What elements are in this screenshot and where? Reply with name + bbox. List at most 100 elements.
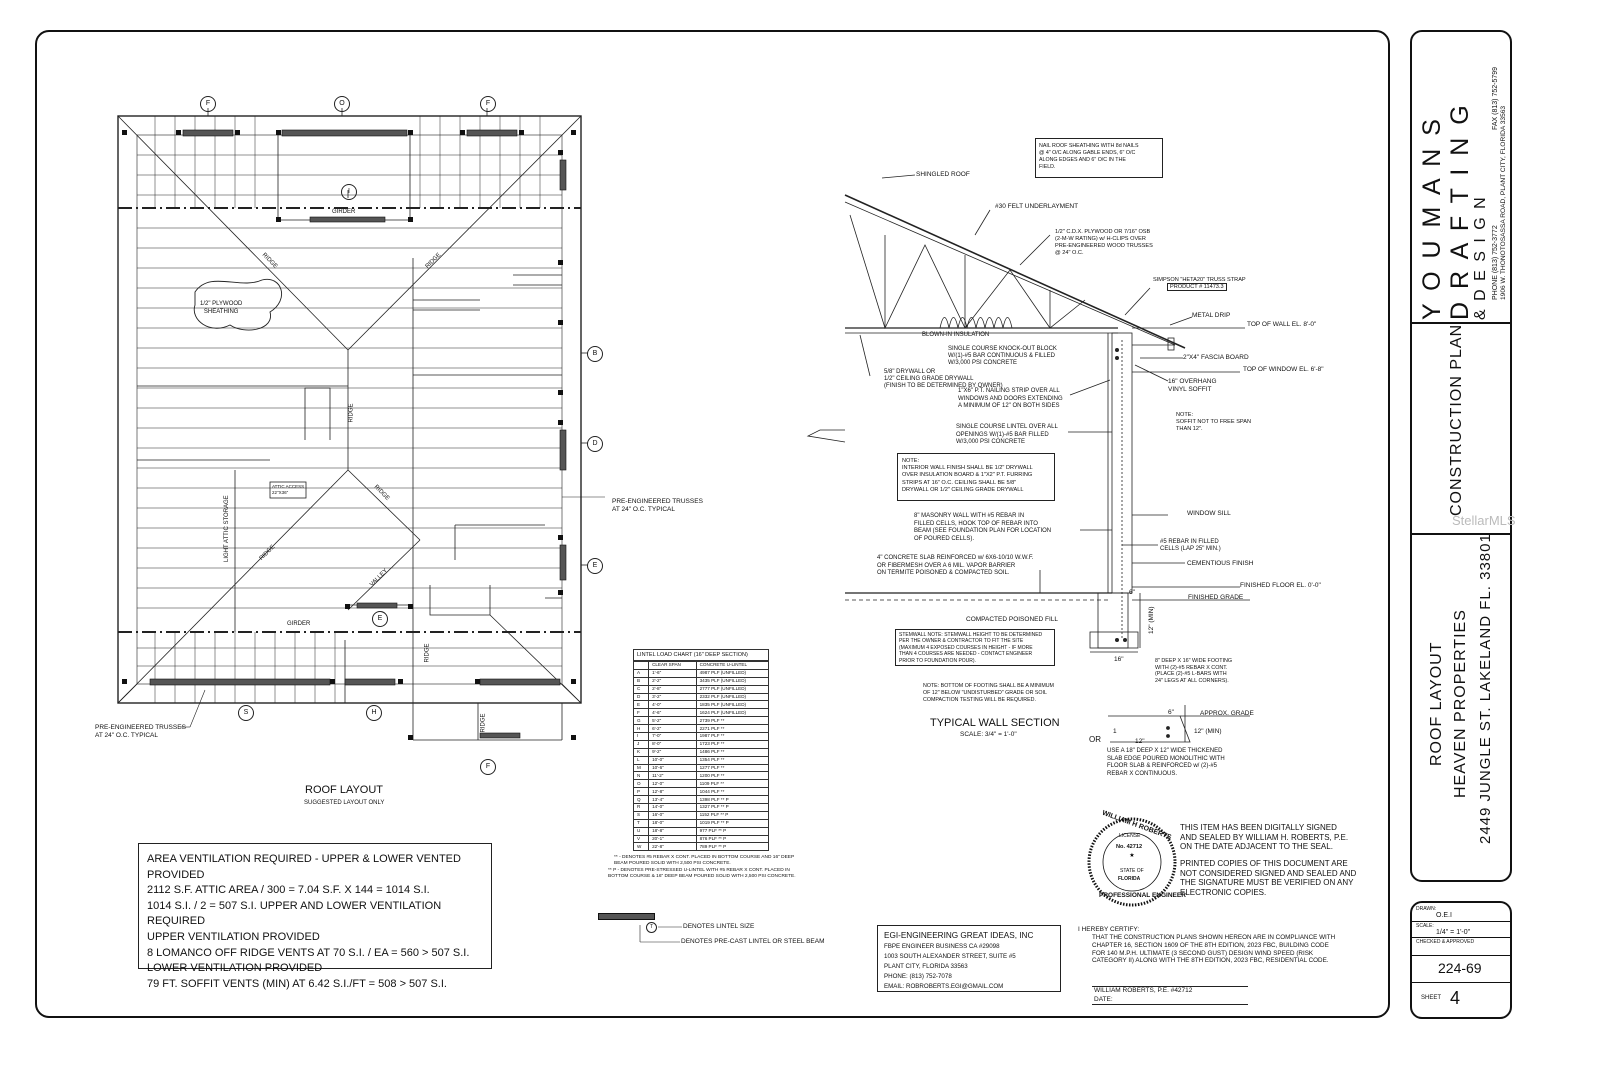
lintel-cell-id: W bbox=[632, 842, 650, 852]
engineer-business: FBPE ENGINEER BUSINESS CA #29098 bbox=[884, 943, 1000, 950]
sheet-number: 4 bbox=[1450, 988, 1461, 1008]
date-line bbox=[1092, 1004, 1248, 1005]
dim-12min-vertical: 12" (MIN) bbox=[1148, 606, 1155, 634]
certify-body: THAT THE CONSTRUCTION PLANS SHOWN HEREON… bbox=[1092, 934, 1336, 965]
roof-layout-subtitle: SUGGESTED LAYOUT ONLY bbox=[304, 800, 385, 806]
drawn-value: O.E.I bbox=[1436, 912, 1452, 919]
fascia-note: 2"X4" FASCIA BOARD bbox=[1183, 354, 1249, 361]
masonry-note: 8" MASONRY WALL WITH #5 REBAR IN FILLED … bbox=[914, 513, 1052, 542]
nail-note: NAIL ROOF SHEATHING WITH 8d NAILS @ 4" O… bbox=[1035, 138, 1163, 178]
drywall-note: 5/8" DRYWALL OR 1/2" CEILING GRADE DRYWA… bbox=[884, 369, 1003, 389]
job-number: 224-69 bbox=[1438, 960, 1482, 976]
checked-label: CHECKED & APPROVED bbox=[1416, 939, 1475, 945]
ventilation-line: 8 LOMANCO OFF RIDGE VENTS AT 70 S.I. / E… bbox=[147, 946, 470, 959]
ventilation-line: AREA VENTILATION REQUIRED - UPPER & LOWE… bbox=[147, 853, 461, 881]
approx-grade-note: APPROX. GRADE bbox=[1200, 710, 1254, 717]
ventilation-line: 1014 S.I. / 2 = 507 S.I. UPPER AND LOWER… bbox=[147, 899, 442, 928]
simpson-note: SIMPSON "HETA20" TRUSS STRAP bbox=[1153, 277, 1246, 283]
job-block bbox=[1410, 901, 1512, 1019]
pre-trusses-right: PRE-ENGINEERED TRUSSES AT 24" O.C. TYPIC… bbox=[612, 498, 703, 513]
nailing-note: 1"X6" P.T. NAILING STRIP OVER ALL WINDOW… bbox=[958, 388, 1063, 409]
marker-o-top: O bbox=[334, 96, 350, 112]
felt-note: #30 FELT UNDERLAYMENT bbox=[995, 203, 1079, 210]
interior-note: NOTE: INTERIOR WALL FINISH SHALL BE 1/2"… bbox=[897, 453, 1055, 501]
engineer-city: PLANT CITY, FLORIDA 33563 bbox=[884, 963, 968, 970]
lintel-note-1: ** - DENOTES #5 REBAR X CONT. PLACED IN … bbox=[614, 855, 795, 866]
or-note: OR bbox=[1089, 735, 1101, 744]
ventilation-line: LOWER VENTILATION PROVIDED bbox=[147, 962, 323, 975]
lintel-chart-title: LINTEL LOAD CHART (16" DEEP SECTION) bbox=[633, 649, 769, 661]
finished-grade-note: FINISHED GRADE bbox=[1188, 594, 1244, 601]
marker-h: H bbox=[366, 705, 382, 721]
compacted-note: COMPACTED POISONED FILL bbox=[966, 616, 1058, 623]
product-note: PRODUCT # 11473.3 bbox=[1167, 283, 1227, 291]
dim-6-detail: 6" bbox=[1168, 709, 1174, 716]
engineer-name: EGI-ENGINEERING GREAT IDEAS, INC bbox=[884, 931, 1034, 940]
ventilation-line: 79 FT. SOFFIT VENTS (MIN) AT 6.42 S.I./F… bbox=[147, 977, 447, 990]
seal-license: LICENSE bbox=[1119, 833, 1141, 839]
ventilation-line: 2112 S.F. ATTIC AREA / 300 = 7.04 S.F. X… bbox=[147, 884, 430, 897]
ventilation-box: AREA VENTILATION REQUIRED - UPPER & LOWE… bbox=[138, 843, 492, 990]
seal-state: STATE OF bbox=[1120, 868, 1144, 874]
legend-lintel-size: DENOTES LINTEL SIZE bbox=[683, 923, 755, 930]
title-divider bbox=[1410, 322, 1512, 324]
top-wall-note: TOP OF WALL EL. 8'-0" bbox=[1247, 321, 1317, 328]
dim-6: 6" bbox=[1129, 589, 1135, 596]
scale-value: 1/4" = 1'-0" bbox=[1436, 929, 1471, 936]
pre-trusses-left: PRE-ENGINEERED TRUSSES AT 24" O.C. TYPIC… bbox=[95, 724, 186, 739]
girder-label-bottom: GIRDER bbox=[287, 621, 311, 627]
certify-signer: WILLIAM ROBERTS, P.E. #42712 bbox=[1094, 987, 1193, 994]
truss-lines bbox=[137, 116, 562, 703]
posts bbox=[122, 130, 576, 740]
certify-date: DATE: bbox=[1094, 996, 1113, 1003]
girder-label-top: GIRDER bbox=[332, 209, 356, 215]
knockout-note: SINGLE COURSE KNOCK-OUT BLOCK W/(1)-#5 B… bbox=[948, 346, 1057, 366]
plywood-note: 1/2" C.D.X. PLYWOOD OR 7/16" OSB (2-M-W … bbox=[1055, 229, 1153, 256]
signer-line bbox=[1092, 986, 1248, 987]
seal-number: No. 42712 bbox=[1116, 844, 1143, 850]
blown-note: BLOWN-IN INSULATION bbox=[922, 332, 990, 338]
engineer-box: EGI-ENGINEERING GREAT IDEAS, INC FBPE EN… bbox=[877, 925, 1061, 992]
dim-12min: 12" (MIN) bbox=[1194, 728, 1222, 735]
marker-s: S bbox=[238, 705, 254, 721]
engineer-phone: PHONE: (813) 752-7078 bbox=[884, 973, 952, 980]
thickened-note: USE A 18" DEEP X 12" WIDE THICKENED SLAB… bbox=[1107, 748, 1225, 777]
drawing-sheet-border bbox=[35, 30, 1390, 1018]
marker-i: I bbox=[341, 184, 357, 200]
dim-1: 1 bbox=[1113, 728, 1117, 735]
engineer-street: 1003 SOUTH ALEXANDER STREET, SUITE #5 bbox=[884, 953, 1016, 960]
wall-section-title: TYPICAL WALL SECTION bbox=[930, 717, 1060, 729]
roof-layout-title: ROOF LAYOUT bbox=[305, 784, 384, 796]
lintel-chart: LINTEL LOAD CHART (16" DEEP SECTION) CLE… bbox=[632, 649, 770, 852]
attic-access-label: ATTIC ACCESS 22"X36" bbox=[272, 484, 305, 495]
job-divider bbox=[1412, 955, 1510, 956]
title-block bbox=[1410, 30, 1512, 882]
certify-heading: I HEREBY CERTIFY: bbox=[1078, 926, 1140, 933]
job-divider bbox=[1412, 937, 1510, 938]
stemwall-note: STEMWALL NOTE: STEMWALL HEIGHT TO BE DET… bbox=[895, 629, 1055, 666]
seal-text-1: THIS ITEM HAS BEEN DIGITALLY SIGNED AND … bbox=[1180, 823, 1349, 851]
legend-lintel-bar bbox=[598, 913, 655, 920]
wall-section-scale: SCALE: 3/4" = 1'-0" bbox=[960, 731, 1017, 738]
engineer-email: EMAIL: ROBROBERTS.EGI@GMAIL.COM bbox=[884, 983, 1004, 990]
marker-d: D bbox=[587, 436, 603, 452]
legend-marker: T bbox=[646, 922, 657, 933]
legend-precast: DENOTES PRE-CAST LINTEL OR STEEL BEAM bbox=[681, 938, 825, 945]
footing-note: 8" DEEP X 16" WIDE FOOTING WITH (2)-#5 R… bbox=[1155, 658, 1233, 684]
marker-f-bottom: F bbox=[480, 759, 496, 775]
marker-b: B bbox=[587, 346, 603, 362]
sheet-label: SHEET bbox=[1421, 995, 1442, 1001]
slab-note: 4" CONCRETE SLAB REINFORCED w/ 6X6-10/10… bbox=[877, 555, 1034, 576]
cementious-note: CEMENTIOUS FINISH bbox=[1187, 560, 1254, 567]
dim-12: 12" bbox=[1135, 738, 1145, 745]
rebar-note: #5 REBAR IN FILLED CELLS (LAP 25" MIN.) bbox=[1160, 539, 1221, 552]
scale-label: SCALE: bbox=[1416, 923, 1434, 929]
marker-e-right: E bbox=[587, 558, 603, 574]
bottom-footing-note: NOTE: BOTTOM OF FOOTING SHALL BE A MINIM… bbox=[923, 683, 1054, 703]
title-divider bbox=[1410, 533, 1512, 535]
